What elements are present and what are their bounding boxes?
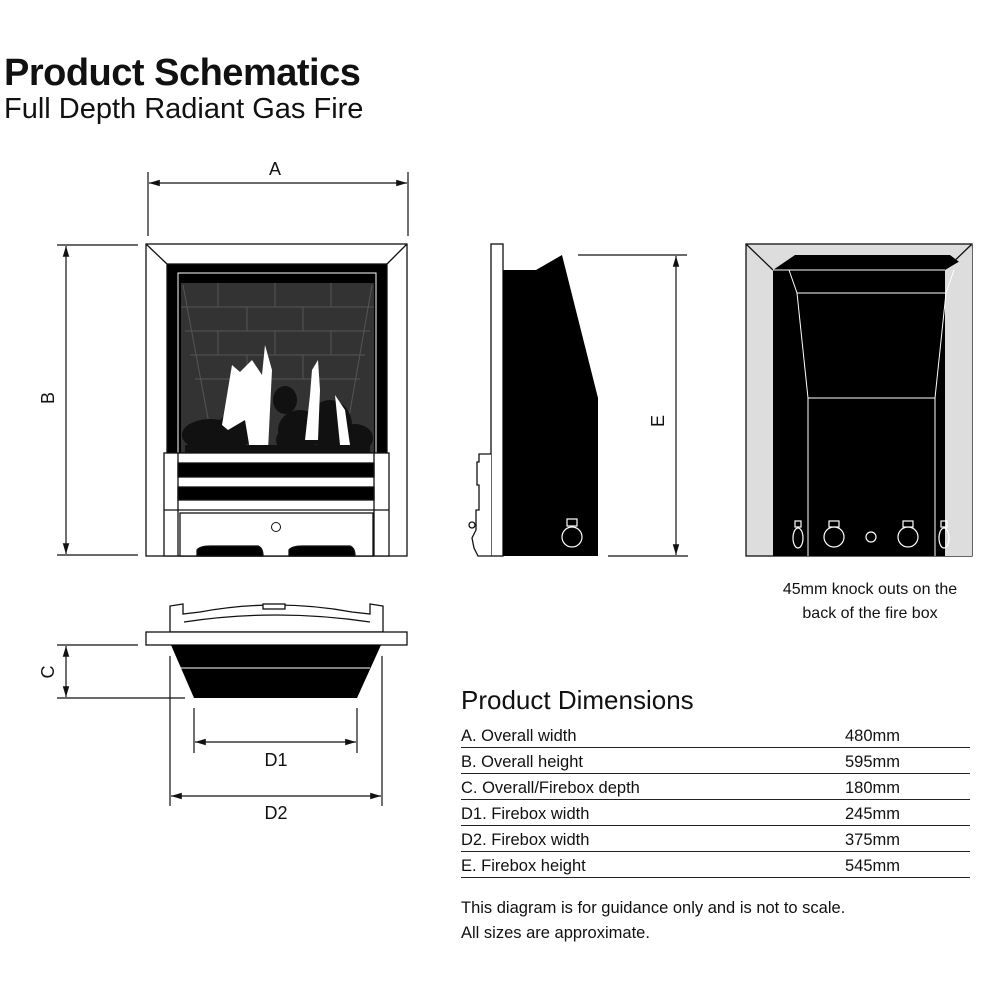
dimension-label: A. Overall width (461, 727, 577, 745)
dimension-value: 480mm (845, 727, 901, 745)
dimension-e (578, 254, 688, 557)
label-c: C (38, 666, 58, 679)
label-b: B (38, 392, 58, 404)
table-row: D1. Firebox width 245mm (461, 800, 970, 826)
footnote-line1: This diagram is for guidance only and is… (461, 899, 846, 917)
table-row: E. Firebox height 545mm (461, 852, 970, 878)
dimensions-heading: Product Dimensions (461, 685, 694, 715)
brick-pattern (181, 283, 374, 441)
page-subtitle: Full Depth Radiant Gas Fire (4, 93, 364, 125)
label-e: E (648, 415, 668, 427)
back-view (745, 243, 973, 557)
dimension-value: 545mm (845, 857, 901, 875)
footnote-line2: All sizes are approximate. (461, 924, 650, 942)
footnote: This diagram is for guidance only and is… (461, 896, 845, 946)
dimension-label: C. Overall/Firebox depth (461, 779, 640, 797)
knockout-note-line1: 45mm knock outs on the (782, 581, 958, 598)
dimension-label: D2. Firebox width (461, 831, 590, 849)
dimension-label: B. Overall height (461, 753, 583, 771)
page-title: Product Schematics (4, 52, 361, 94)
dimensions-table: Product Dimensions A. Overall width 480mm… (461, 685, 970, 878)
dimension-c (57, 644, 185, 699)
label-d1: D1 (264, 750, 287, 770)
table-row: A. Overall width 480mm (461, 722, 970, 748)
dimension-label: D1. Firebox width (461, 805, 590, 823)
flames-and-coals (182, 345, 373, 453)
dimension-d1 (193, 708, 358, 753)
knockout-icon (561, 518, 583, 548)
front-view (145, 243, 408, 557)
dimension-value: 595mm (845, 753, 901, 771)
label-d2: D2 (264, 803, 287, 823)
knockout-note-line2: back of the fire box (802, 605, 938, 622)
dimension-a (147, 172, 409, 236)
dimension-b (57, 244, 138, 556)
knockout-note: 45mm knock outs on the back of the fire … (740, 578, 1000, 626)
table-row: B. Overall height 595mm (461, 748, 970, 774)
dimension-value: 245mm (845, 805, 901, 823)
knockout-icons (792, 520, 950, 549)
label-a: A (269, 159, 281, 179)
dimension-d2 (169, 656, 383, 806)
table-row: C. Overall/Firebox depth 180mm (461, 774, 970, 800)
dimension-label: E. Firebox height (461, 857, 586, 875)
side-view (468, 243, 598, 557)
plan-view (145, 603, 408, 698)
table-row: D2. Firebox width 375mm (461, 826, 970, 852)
dimension-value: 375mm (845, 831, 901, 849)
dimension-value: 180mm (845, 779, 901, 797)
